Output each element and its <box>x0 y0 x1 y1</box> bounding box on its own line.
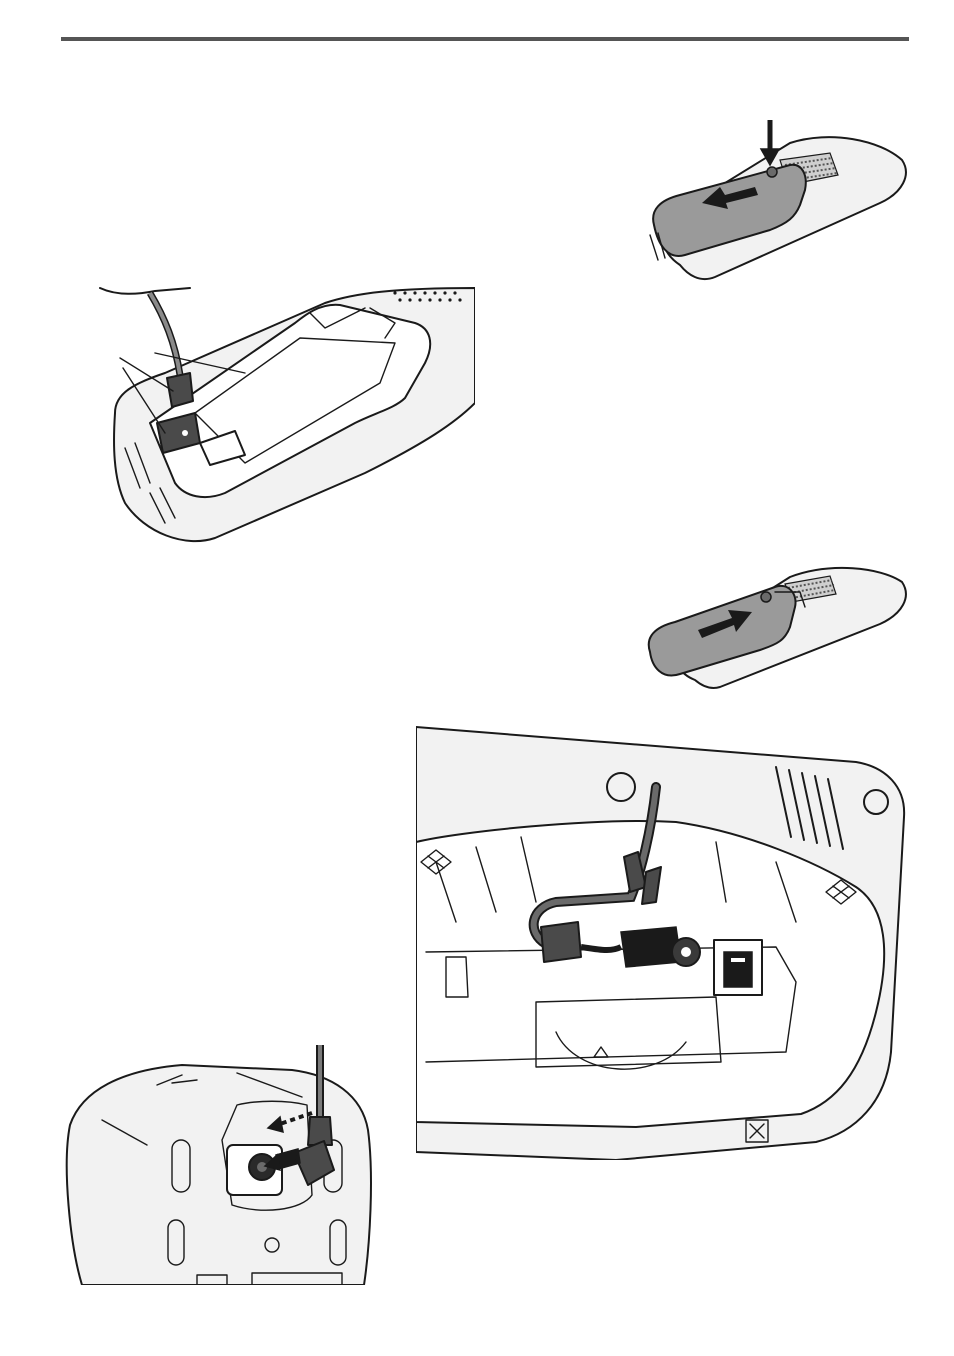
figure-handset-cover-replace <box>640 552 915 694</box>
dc-jack-icon <box>227 1145 282 1195</box>
figure-base-unit-cord-routing <box>416 722 911 1160</box>
header-rule <box>61 37 909 41</box>
phone-jack-icon <box>714 940 762 995</box>
figure-charger-adaptor-plug <box>62 1045 374 1285</box>
cord-clip <box>541 922 581 962</box>
figure-handset-cover-removal <box>640 115 915 290</box>
figure-battery-connector <box>95 283 475 548</box>
